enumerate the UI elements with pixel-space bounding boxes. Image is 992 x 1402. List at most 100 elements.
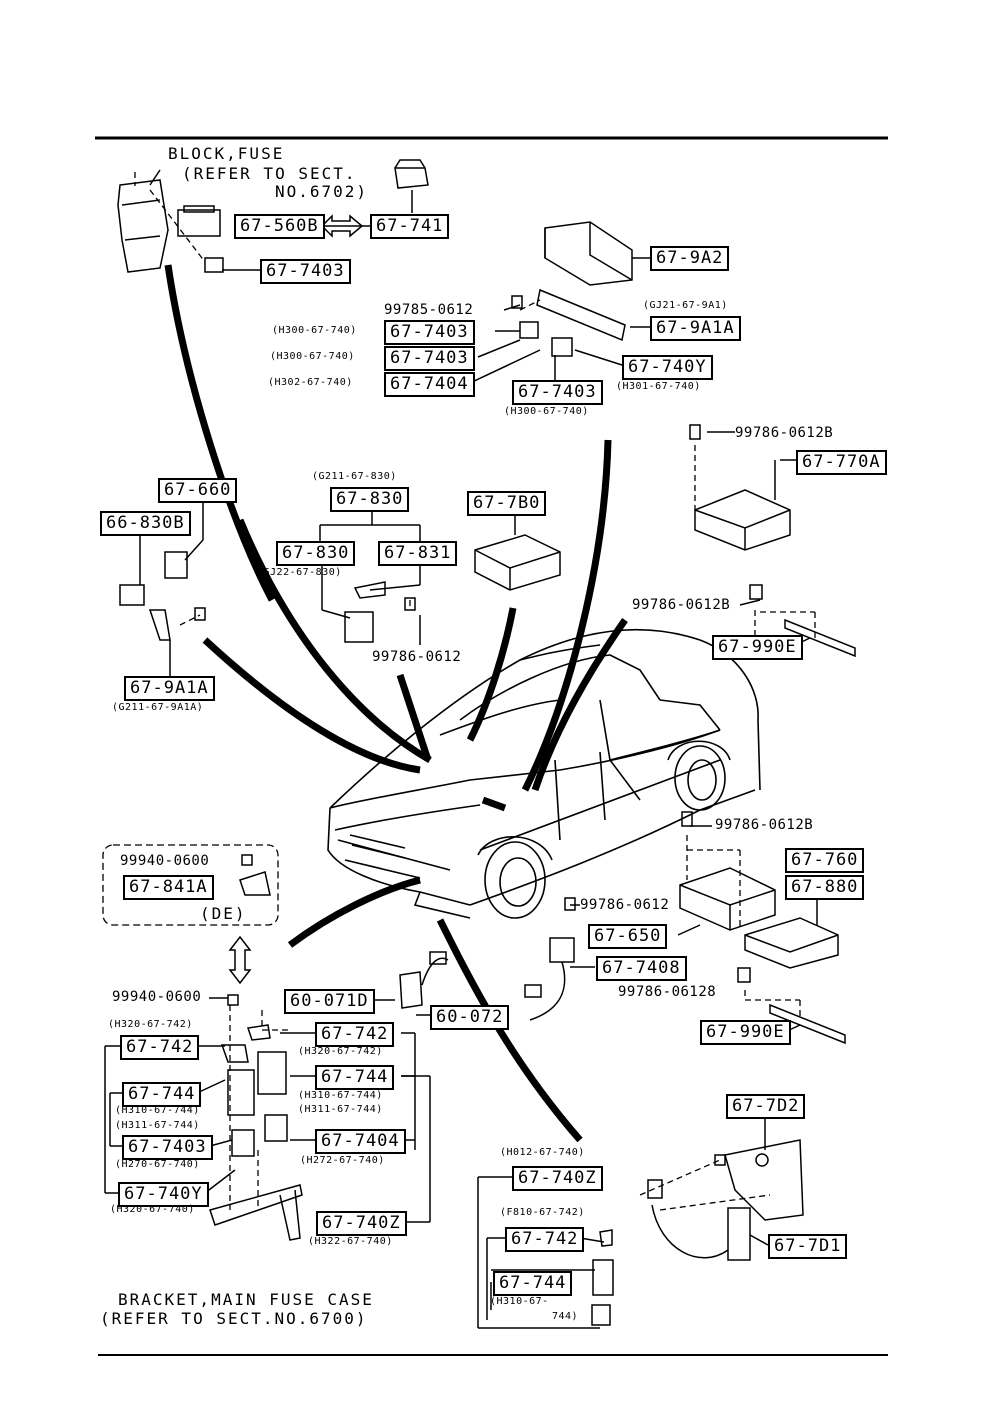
relay-741-sketch xyxy=(394,159,429,189)
code-h301: (H301-67-740) xyxy=(616,381,701,392)
code-h310-744-a: (H310-67-744) xyxy=(115,1105,200,1116)
code-h311-744-a: (H311-67-744) xyxy=(115,1120,200,1131)
part-67-9A1A-b: 67-9A1A xyxy=(124,676,215,701)
module-880-sketch xyxy=(744,917,839,969)
code-h320-740: (H320-67-740) xyxy=(110,1204,195,1215)
relay-830-sketch xyxy=(344,581,416,643)
module-770a-sketch xyxy=(689,424,791,551)
note-de: (DE) xyxy=(200,904,247,923)
number-99785-0612: 99785-0612 xyxy=(384,302,474,318)
part-60-071D: 60-071D xyxy=(284,989,375,1014)
part-67-7D1: 67-7D1 xyxy=(768,1234,848,1259)
double-arrow-vertical xyxy=(228,935,252,985)
part-67-742-b: 67-742 xyxy=(315,1022,395,1047)
code-h012: (H012-67-740) xyxy=(500,1147,585,1158)
part-67-740Y-a: 67-740Y xyxy=(622,355,713,380)
part-67-770A: 67-770A xyxy=(796,450,887,475)
code-gj22: (GJ22-67-830) xyxy=(257,567,342,578)
part-67-650: 67-650 xyxy=(588,924,668,949)
bracket-990e-b-sketch xyxy=(737,967,846,1045)
number-99786-06128: 99786-06128 xyxy=(618,984,717,1000)
part-67-560B: 67-560B xyxy=(234,214,325,239)
code-h302: (H302-67-740) xyxy=(268,377,353,388)
part-67-740Z-a: 67-740Z xyxy=(316,1211,407,1236)
part-67-741: 67-741 xyxy=(370,214,450,239)
de-frame xyxy=(102,844,279,926)
code-h322: (H322-67-740) xyxy=(308,1236,393,1247)
part-67-744-c: 67-744 xyxy=(493,1271,573,1296)
part-67-990E-a: 67-990E xyxy=(712,635,803,660)
number-99786-0612B-c: 99786-0612B xyxy=(715,817,814,833)
part-67-7408: 67-7408 xyxy=(596,956,687,981)
number-99786-0612-b: 99786-0612 xyxy=(580,897,670,913)
relay-cluster-sketch xyxy=(209,994,303,1241)
part-67-7404-a: 67-7404 xyxy=(384,372,475,397)
part-67-880: 67-880 xyxy=(785,875,865,900)
fuse-block-sketch xyxy=(117,179,224,273)
thin-leaders xyxy=(104,169,818,1329)
module-760-sketch xyxy=(564,811,776,931)
part-67-7403-b: 67-7403 xyxy=(384,320,475,345)
washer-pump-sketch xyxy=(399,951,449,1009)
code-h310-744-c: (H310-67- xyxy=(490,1296,549,1307)
part-67-740Y-b: 67-740Y xyxy=(118,1182,209,1207)
code-g211-830: (G211-67-830) xyxy=(312,471,397,482)
part-67-760: 67-760 xyxy=(785,848,865,873)
part-67-742-a: 67-742 xyxy=(120,1035,200,1060)
sensor-7d1-sketch xyxy=(647,1179,751,1261)
cover-9a2-sketch xyxy=(544,221,633,286)
code-h272: (H272-67-740) xyxy=(300,1155,385,1166)
part-67-740Z-b: 67-740Z xyxy=(512,1166,603,1191)
code-h311-744-b: (H311-67-744) xyxy=(298,1104,383,1115)
note-bracket-main-fuse: BRACKET,MAIN FUSE CASE xyxy=(118,1290,374,1309)
part-67-830-a: 67-830 xyxy=(330,487,410,512)
bracket-990e-sketch xyxy=(749,584,856,658)
code-h300-a: (H300-67-740) xyxy=(272,325,357,336)
bracket-9a1a-sketch xyxy=(511,288,626,357)
note-refer-sect-6700: (REFER TO SECT.NO.6700) xyxy=(100,1309,368,1328)
part-67-9A2: 67-9A2 xyxy=(650,246,730,271)
code-h320-742-a: (H320-67-742) xyxy=(108,1019,193,1030)
code-h310-744-b: (H310-67-744) xyxy=(298,1090,383,1101)
code-h270: (H270-67-740) xyxy=(115,1159,200,1170)
part-67-744-b: 67-744 xyxy=(315,1065,395,1090)
dashed-lines xyxy=(134,172,816,1211)
part-67-7403-c: 67-7403 xyxy=(384,346,475,371)
relay-740z-sketch xyxy=(591,1229,614,1326)
part-67-660: 67-660 xyxy=(158,478,238,503)
code-h300-b: (H300-67-740) xyxy=(270,351,355,362)
part-67-744-a: 67-744 xyxy=(122,1082,202,1107)
number-99786-0612: 99786-0612 xyxy=(372,649,462,665)
part-67-7403-e: 67-7403 xyxy=(122,1135,213,1160)
note-refer-sect: (REFER TO SECT. xyxy=(182,164,357,183)
number-99786-0612B-b: 99786-0612B xyxy=(632,597,731,613)
code-gj21: (GJ21-67-9A1) xyxy=(643,300,728,311)
note-block-fuse: BLOCK,FUSE xyxy=(168,144,285,163)
code-h300-c: (H300-67-740) xyxy=(504,406,589,417)
part-60-072: 60-072 xyxy=(430,1005,510,1030)
bracket-7d2-sketch xyxy=(714,1139,804,1221)
code-h310-744-c-end: 744) xyxy=(552,1311,579,1322)
note-sect-number: NO.6702) xyxy=(275,182,369,201)
relay-660-sketch xyxy=(119,551,206,641)
number-99940-0600-a: 99940-0600 xyxy=(120,853,210,869)
part-67-7403-a: 67-7403 xyxy=(260,259,351,284)
sensor-7408-sketch xyxy=(524,937,575,1021)
bracket-841a-sketch xyxy=(239,854,271,896)
part-67-831: 67-831 xyxy=(378,541,458,566)
part-67-7B0: 67-7B0 xyxy=(467,491,547,516)
code-h320-742-b: (H320-67-742) xyxy=(298,1046,383,1057)
part-67-9A1A-a: 67-9A1A xyxy=(650,316,741,341)
part-67-990E-b: 67-990E xyxy=(700,1020,791,1045)
code-g211-9a1a: (G211-67-9A1A) xyxy=(112,702,204,713)
double-arrow-horizontal xyxy=(320,214,364,238)
part-67-841A: 67-841A xyxy=(123,875,214,900)
part-66-830B: 66-830B xyxy=(100,511,191,536)
part-67-7403-d: 67-7403 xyxy=(512,380,603,405)
part-67-7404-b: 67-7404 xyxy=(315,1129,406,1154)
part-67-742-c: 67-742 xyxy=(505,1227,585,1252)
module-7b0-sketch xyxy=(474,534,561,591)
code-f810: (F810-67-742) xyxy=(500,1207,585,1218)
part-67-830-b: 67-830 xyxy=(276,541,356,566)
